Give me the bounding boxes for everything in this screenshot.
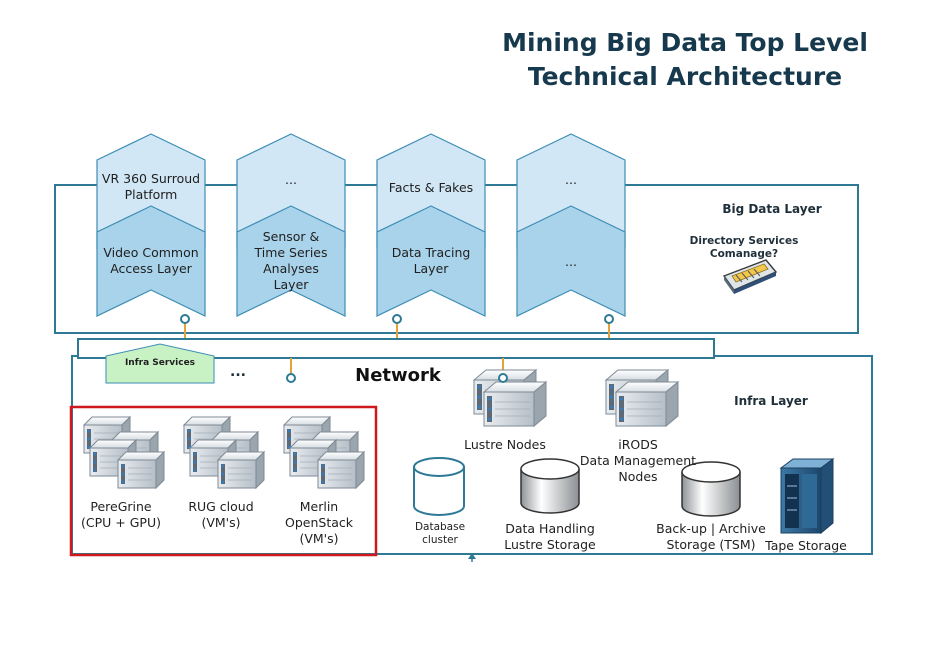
peregrine-label: PereGrine (CPU + GPU) bbox=[81, 499, 161, 530]
chevron-sensor bbox=[236, 133, 346, 317]
chevron-facts-top-label: Facts & Fakes bbox=[388, 180, 474, 195]
data-handling-label: Data Handling Lustre Storage bbox=[504, 521, 596, 552]
chevron-sensor-bottom-label: Sensor & Time Series Analyses Layer bbox=[254, 229, 328, 292]
irods-label: iRODS Data Management Nodes bbox=[579, 437, 697, 484]
chevron-data-tracing bbox=[376, 133, 486, 317]
merlin-server-icon bbox=[283, 416, 365, 489]
irods-server-icon bbox=[605, 369, 679, 427]
compute-highlight-box bbox=[69, 405, 378, 557]
chevron-placeholder-top-label: ... bbox=[565, 172, 577, 187]
chevron-video-bottom-label: Video Common Access Layer bbox=[103, 245, 199, 276]
rug-cloud-server-icon bbox=[183, 416, 265, 489]
network-bus bbox=[77, 338, 715, 359]
tape-storage-icon bbox=[779, 458, 835, 535]
chevron-placeholder bbox=[516, 133, 626, 317]
infra-services-label: Infra Services bbox=[124, 358, 196, 368]
backup-archive-label: Back-up | Archive Storage (TSM) bbox=[656, 521, 766, 552]
network-ellipsis: ... bbox=[230, 364, 246, 380]
chevron-video bbox=[96, 133, 206, 317]
lustre-nodes-server-icon bbox=[473, 369, 547, 427]
chevron-placeholder-bottom-label: ... bbox=[565, 254, 577, 269]
big-data-connectors bbox=[180, 314, 614, 340]
title-line-2: Technical Architecture bbox=[527, 62, 843, 91]
lustre-nodes-label: Lustre Nodes bbox=[464, 437, 546, 452]
network-label: Network bbox=[355, 365, 441, 386]
merlin-label: Merlin OpenStack (VM's) bbox=[285, 499, 353, 546]
chevron-data-tracing-bottom-label: Data Tracing Layer bbox=[391, 245, 471, 276]
directory-services-icon bbox=[722, 259, 778, 294]
infra-services-shape bbox=[105, 343, 215, 384]
backup-storage-icon bbox=[681, 461, 741, 517]
title-line-1: Mining Big Data Top Level bbox=[502, 28, 868, 57]
chevron-video-top-label: VR 360 Surroud Platform bbox=[101, 171, 201, 202]
rug-cloud-label: RUG cloud (VM's) bbox=[188, 499, 254, 530]
database-cylinder-icon bbox=[413, 457, 465, 516]
peregrine-server-icon bbox=[83, 416, 165, 489]
chevron-sensor-top-label: ... bbox=[285, 172, 297, 187]
database-cluster-label: Database cluster bbox=[414, 521, 466, 546]
tape-storage-label: Tape Storage bbox=[765, 538, 847, 553]
big-data-layer-label: Big Data Layer bbox=[722, 202, 822, 216]
data-handling-storage-icon bbox=[520, 458, 580, 514]
up-arrow-icon bbox=[468, 553, 476, 562]
page-title: Mining Big Data Top Level Technical Arch… bbox=[470, 26, 900, 94]
directory-services-label: Directory Services Comanage? bbox=[689, 235, 799, 260]
infra-layer-label: Infra Layer bbox=[734, 394, 808, 408]
